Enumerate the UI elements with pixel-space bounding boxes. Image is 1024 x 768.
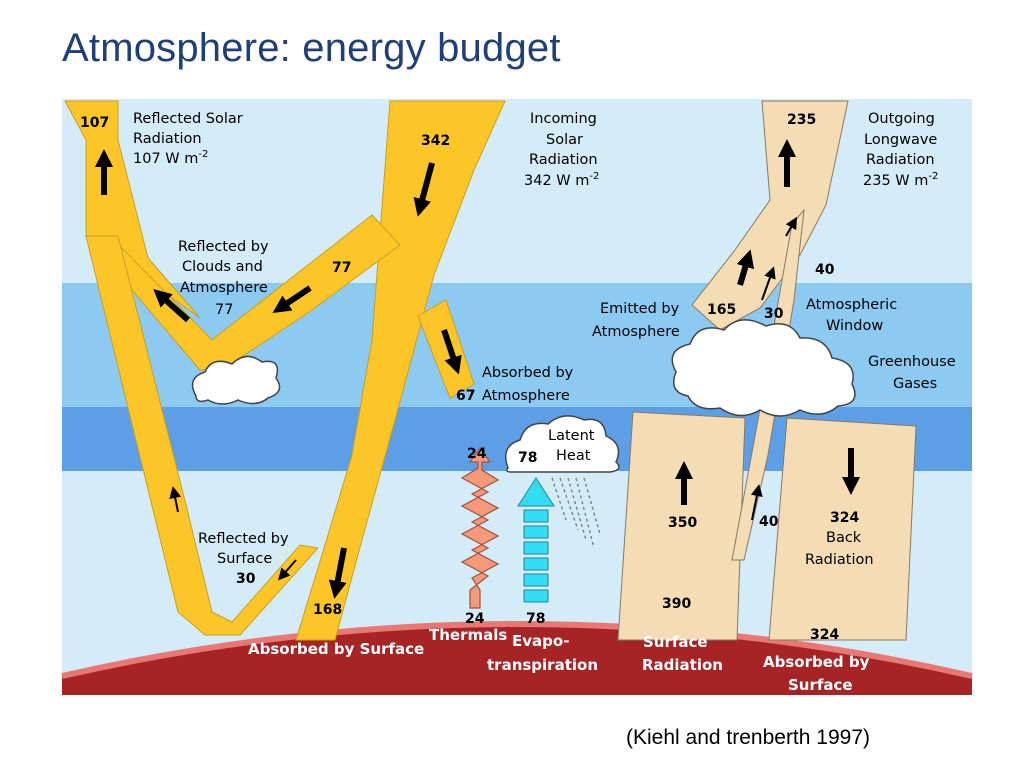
outgoing-longwave-band (691, 100, 849, 331)
value-window-top: 40 (815, 262, 835, 278)
value-reflected-solar: 107 (80, 115, 109, 131)
label-absorbed-surface-solar: Absorbed by Surface (248, 640, 424, 658)
value-reflected-clouds: 77 (332, 260, 351, 276)
label-atmospheric-window-2: Window (826, 318, 883, 334)
value-back-radiation-surface: 324 (810, 627, 839, 643)
label-outgoing-longwave-1: Outgoing (868, 111, 935, 127)
label-reflected-solar-unit: 107 W m-2 (133, 149, 208, 167)
label-back-radiation-1: Back (826, 530, 862, 546)
label-reflected-solar-2: Radiation (133, 131, 202, 147)
label-incoming-solar-3: Radiation (529, 152, 598, 168)
label-atmospheric-window-1: Atmospheric (806, 297, 897, 313)
cloud-left (191, 355, 281, 405)
label-reflected-surface-2: Surface (217, 551, 272, 567)
evapotranspiration-arrow (517, 477, 555, 603)
value-window-low: 40 (759, 514, 779, 530)
arrow-window-upper (785, 216, 797, 237)
value-surface-radiation-up: 350 (668, 515, 697, 531)
flow-arrows (95, 139, 860, 599)
label-surface-radiation-1: Surface (643, 633, 708, 651)
value-thermals-bottom: 24 (465, 611, 485, 627)
label-reflected-clouds-1: Reflected by (178, 239, 269, 255)
value-emitted-atmosphere: 165 (707, 302, 736, 318)
arrow-reflected-surface-up (169, 486, 182, 513)
arrow-reflected-clouds-left (153, 289, 190, 323)
label-reflected-clouds-3: Atmosphere (180, 280, 268, 296)
label-emitted-atmosphere-2: Atmosphere (592, 324, 680, 340)
value-outgoing-longwave: 235 (787, 112, 816, 128)
label-greenhouse-2: Gases (893, 376, 937, 392)
arrow-emitted-atmosphere (736, 249, 755, 286)
value-absorbed-atmosphere: 67 (456, 388, 475, 404)
value-window-mid: 30 (764, 306, 784, 322)
value-surface-radiation-total: 390 (662, 596, 691, 612)
label-evapotranspiration-2: transpiration (487, 656, 598, 674)
arrow-incoming-solar (413, 162, 435, 217)
label-incoming-solar-2: Solar (546, 132, 583, 148)
back-radiation-column (768, 417, 917, 641)
label-back-radiation-2: Radiation (805, 552, 874, 568)
label-outgoing-longwave-unit: 235 W m-2 (863, 171, 938, 189)
label-reflected-clouds-4: 77 (215, 302, 233, 318)
label-thermals: Thermals (429, 626, 507, 644)
label-greenhouse-1: Greenhouse (868, 354, 956, 370)
value-incoming-solar: 342 (421, 133, 450, 149)
value-absorbed-surface-solar: 168 (313, 602, 342, 618)
label-incoming-solar-1: Incoming (530, 111, 597, 127)
incoming-solar-band (295, 100, 506, 641)
label-incoming-solar-unit: 342 W m-2 (524, 171, 599, 189)
arrow-reflected-clouds-right (272, 285, 312, 313)
reflected-clouds-band (84, 214, 401, 371)
earth-surface (62, 622, 972, 695)
label-reflected-clouds-2: Clouds and (182, 259, 263, 275)
rain-streaks (551, 477, 601, 549)
cloud-greenhouse (671, 319, 856, 417)
citation: (Kiehl and trenberth 1997) (626, 726, 870, 749)
label-absorbed-atmosphere-2: Atmosphere (482, 388, 570, 404)
earth-surface-rim (61, 621, 973, 679)
label-emitted-atmosphere-1: Emitted by (600, 301, 680, 317)
label-evapotranspiration-1: Evapo- (512, 632, 569, 650)
label-absorbed-atmosphere-1: Absorbed by (482, 365, 574, 381)
label-outgoing-longwave-2: Longwave (864, 132, 937, 148)
label-reflected-solar-1: Reflected Solar (133, 111, 243, 127)
arrow-reflected-surface (278, 559, 297, 581)
label-latent-heat-1: Latent (548, 428, 595, 444)
label-absorbed-surface-longwave-1: Absorbed by (763, 653, 870, 671)
thermals-zigzag (460, 446, 500, 609)
longwave-flows (617, 100, 917, 641)
cloud-latent (505, 415, 620, 473)
arrow-absorbed-atmosphere (441, 329, 462, 375)
surface-radiation-column (617, 411, 746, 641)
arrow-absorbed-surface (328, 547, 347, 599)
label-reflected-surface-3: 30 (236, 571, 256, 587)
arrow-window-mid (761, 266, 776, 301)
value-evapotranspiration-bottom: 78 (526, 611, 545, 627)
label-outgoing-longwave-3: Radiation (866, 152, 935, 168)
arrow-window-low (750, 484, 763, 521)
label-reflected-surface-1: Reflected by (198, 531, 289, 547)
label-surface-radiation-2: Radiation (642, 656, 723, 674)
label-latent-heat-2: Heat (556, 448, 591, 464)
value-evapotranspiration-top: 78 (518, 450, 537, 466)
page-title: Atmosphere: energy budget (62, 26, 561, 70)
label-absorbed-surface-longwave-2: Surface (788, 676, 853, 694)
reflected-surface-band (85, 235, 319, 636)
value-thermals-top: 24 (467, 446, 487, 462)
value-back-radiation: 324 (830, 510, 859, 526)
